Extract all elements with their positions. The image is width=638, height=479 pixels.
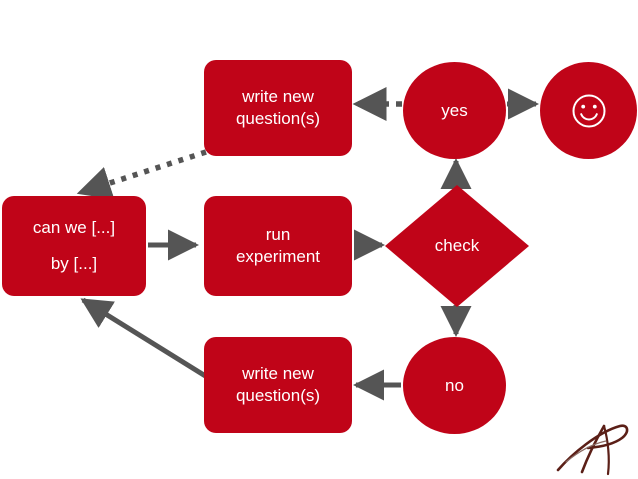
node-run-experiment[interactable]: run experiment [204,196,352,296]
node-label-line: write new [242,87,314,107]
node-label-line: check [434,236,480,256]
node-label-line: by [...] [50,254,98,273]
node-write-new-question-bottom[interactable]: write new question(s) [204,337,352,433]
node-label-line: write new [242,364,314,384]
node-label-line: no [445,375,464,395]
node-label-line: can we [...] [32,218,116,238]
node-yes[interactable]: yes [403,62,506,159]
node-write-new-question-top[interactable]: write new question(s) [204,60,352,156]
node-label-line: experiment [235,247,321,266]
node-label-line: yes [441,100,468,120]
node-smiley[interactable] [540,62,637,159]
node-no[interactable]: no [403,337,506,434]
node-label-line: question(s) [235,386,321,405]
node-check[interactable]: check [385,185,529,307]
smiley-face-icon [569,91,609,131]
node-label-line: run [265,225,291,245]
edge-write-new-question-bottom-to-can-we [80,297,209,380]
edge-write-new-question-top-to-can-we [76,149,207,200]
artist-signature [552,414,634,476]
node-label-line: question(s) [235,109,321,128]
node-can-we-by[interactable]: can we [...] by [...] [2,196,146,296]
